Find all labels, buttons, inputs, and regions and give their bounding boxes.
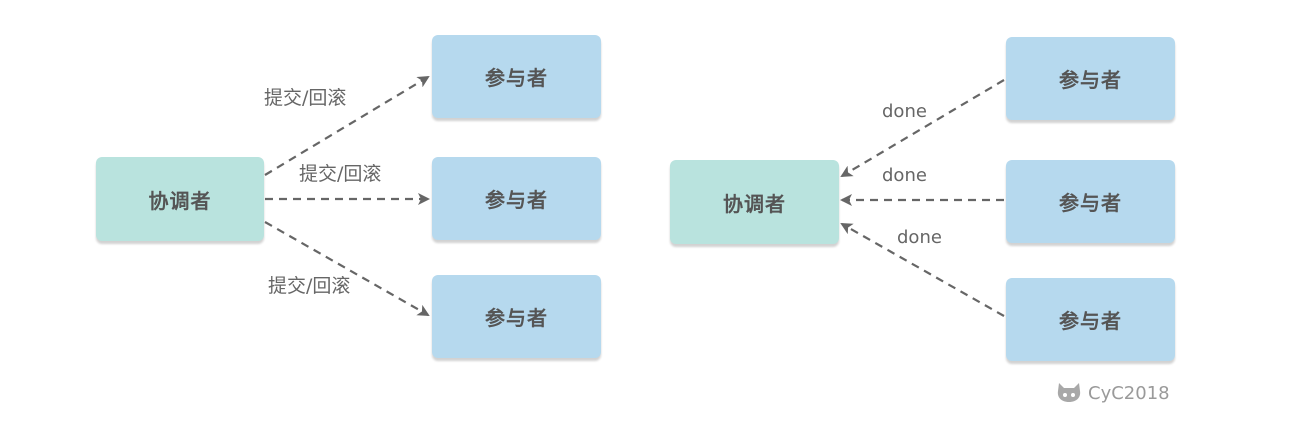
left-participant-label-1: 参与者: [485, 66, 548, 90]
right-participant-box-3: 参与者: [1006, 278, 1175, 361]
right-edge-label-2: done: [882, 165, 927, 186]
left-participant-box-3: 参与者: [432, 275, 601, 358]
right-participant-label-1: 参与者: [1059, 68, 1122, 92]
left-edge-label-1: 提交/回滚: [264, 87, 347, 109]
left-participant-box-2: 参与者: [432, 157, 601, 240]
left-edge-label-3: 提交/回滚: [268, 275, 351, 297]
watermark: CyC2018: [1056, 380, 1170, 406]
right-edge-label-3: done: [897, 227, 942, 248]
right-edge-label-1: done: [882, 101, 927, 122]
left-participant-box-1: 参与者: [432, 35, 601, 118]
github-octocat-icon: [1057, 383, 1081, 402]
left-participant-label-3: 参与者: [485, 306, 548, 330]
right-coordinator-label: 协调者: [723, 191, 786, 216]
watermark-text: CyC2018: [1088, 382, 1170, 404]
left-coordinator-box: 协调者: [96, 157, 264, 241]
left-arrow-bottom: [264, 221, 430, 316]
right-arrow-top: [840, 79, 1005, 178]
right-participant-label-2: 参与者: [1059, 191, 1122, 215]
right-participant-label-3: 参与者: [1059, 309, 1122, 333]
left-participant-label-2: 参与者: [485, 188, 548, 212]
left-coordinator-label: 协调者: [148, 188, 212, 213]
left-arrow-top: [264, 75, 430, 176]
left-edge-label-2: 提交/回滚: [299, 163, 382, 185]
right-arrow-bottom: [840, 223, 1005, 317]
right-participant-box-2: 参与者: [1006, 160, 1175, 243]
right-participant-box-1: 参与者: [1006, 37, 1175, 120]
right-coordinator-box: 协调者: [670, 160, 839, 244]
